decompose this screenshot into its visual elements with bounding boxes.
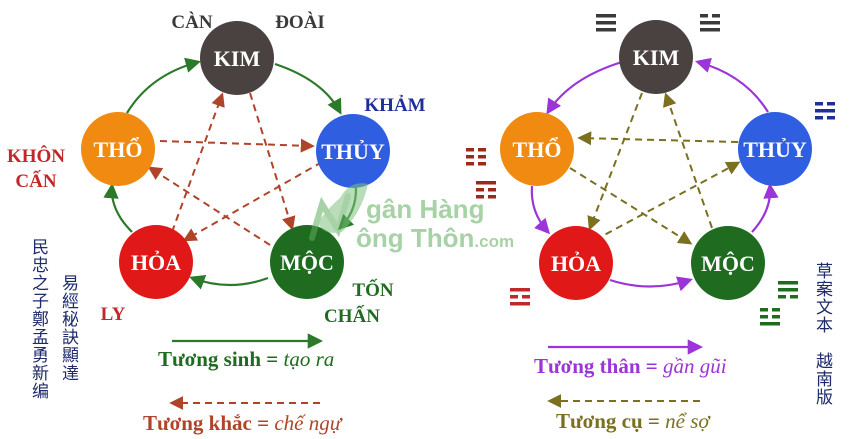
right-vertical-text-2: 越南版: [812, 352, 832, 406]
label-kham: KHẢM: [364, 95, 425, 116]
node-moc-label: MỘC: [280, 250, 334, 275]
arrow-moc-to-thuy: [751, 182, 779, 233]
arrow-tho-to-kim: [126, 57, 201, 114]
trigram-ly-icon: [510, 288, 530, 306]
node-moc-right: [691, 226, 765, 300]
arrow-thuy-to-hoa: [182, 161, 323, 242]
node-hoa-right: [539, 226, 613, 300]
label-ton: TỐN: [352, 279, 393, 301]
right-vertical-text-1: 草案文本: [812, 262, 832, 334]
arrow-tho-to-hoa: [530, 185, 551, 235]
node-kim: [200, 21, 274, 95]
watermark-line1: gân Hàng: [366, 194, 484, 224]
node-thuy-right: [738, 112, 812, 186]
node-tho: [81, 112, 155, 186]
trigram-can-icon: [596, 14, 616, 32]
node-kim-right: [619, 20, 693, 94]
trigram-doai-icon: [700, 14, 720, 32]
left-vertical-text-2: 易經秘訣顯達: [58, 274, 78, 382]
node-hoa: [119, 225, 193, 299]
arrow-thuy-to-kim: [695, 57, 769, 113]
arrow-hoa-to-kim: [171, 92, 225, 233]
right-diagram: KIM THỦY MỘC HỎA THỔ: [466, 14, 835, 433]
left-vertical-text-1: 民忠之子鄭孟勇新编: [28, 238, 48, 400]
label-ly: LY: [101, 304, 126, 325]
node-moc: [270, 225, 344, 299]
legend-control: Tương khắc = chế ngự: [143, 411, 343, 435]
label-can2: CẤN: [15, 170, 56, 192]
arrow-kim-to-hoa: [587, 92, 643, 231]
node-moc-right-label: MỘC: [701, 251, 755, 276]
node-hoa-right-label: HỎA: [551, 251, 601, 276]
node-hoa-label: HỎA: [131, 250, 181, 275]
trigram-khon-icon: [466, 148, 486, 166]
label-khon: KHÔN: [7, 145, 65, 167]
label-can: CÀN: [171, 11, 212, 33]
arrow-kim-to-moc: [249, 92, 296, 231]
trigram-chan-icon: [760, 308, 780, 326]
arrow-tho-to-thuy: [159, 138, 315, 153]
node-tho-right: [500, 112, 574, 186]
right-fear-star: [569, 92, 741, 245]
node-thuy-right-label: THỦY: [743, 137, 807, 162]
arrow-kim-to-tho: [546, 60, 623, 115]
arrow-hoa-to-tho: [103, 182, 133, 233]
node-thuy: [316, 114, 390, 188]
arrow-moc-to-hoa: [189, 275, 269, 290]
right-kin-cycle: [530, 57, 779, 292]
left-control-star: [147, 92, 323, 246]
node-kim-right-label: KIM: [633, 45, 680, 70]
arrow-hoa-to-thuy: [594, 161, 741, 241]
legend-fear: Tương cụ = nể sợ: [556, 409, 711, 433]
watermark-n-icon: [309, 193, 351, 241]
arrow-moc-to-kim: [663, 92, 713, 229]
legend-kin: Tương thân = gần gũi: [534, 354, 727, 378]
node-thuy-label: THỦY: [321, 139, 385, 164]
arrow-kim-to-thuy: [274, 62, 342, 115]
watermark: gân Hàng ông Thôn.com: [309, 183, 514, 253]
trigram-can2-icon: [476, 181, 496, 199]
arrow-thuy-to-tho: [577, 131, 739, 146]
label-chan: CHẤN: [324, 305, 380, 327]
trigram-ton-icon: [778, 281, 798, 299]
node-kim-label: KIM: [214, 46, 261, 71]
arrow-hoa-to-moc: [609, 276, 693, 292]
left-diagram: KIM THỦY MỘC HỎA THỔ CÀN ĐOÀI KHẢM KHÔN …: [7, 11, 426, 435]
label-doai: ĐOÀI: [275, 11, 325, 33]
watermark-line2: ông Thôn.com: [356, 223, 514, 253]
node-tho-right-label: THỔ: [513, 137, 562, 162]
node-tho-label: THỔ: [94, 137, 143, 162]
legend-generate: Tương sinh = tạo ra: [158, 347, 334, 371]
trigram-kham-icon: [815, 102, 835, 120]
